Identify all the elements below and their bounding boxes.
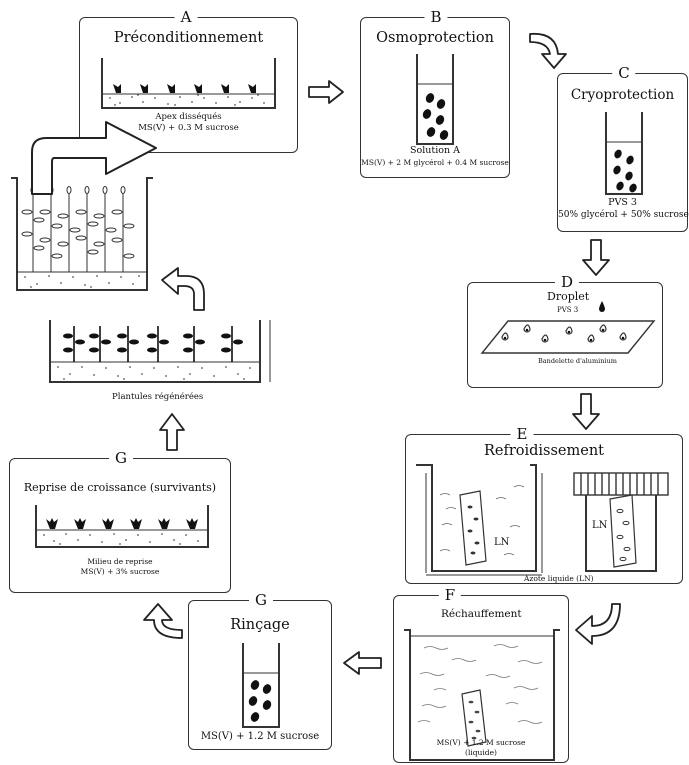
culture-jar-illustration (11, 177, 153, 291)
panel-g-rincage: G Rinçage MS(V) + 1.2 M sucrose (188, 593, 332, 750)
panel-d-title: Droplet (547, 290, 590, 303)
curved-arrow-g-to-g (143, 603, 183, 639)
panel-f-letter: F (438, 588, 462, 603)
panel-g-regrowth-caption-2: MS(V) + 3% sucrose (80, 567, 160, 576)
panel-a-caption-1: Apex disséqués (155, 112, 222, 122)
panel-g-regrowth-title: Reprise de croissance (survivants) (23, 481, 217, 494)
panel-a-caption-2: MS(V) + 0.3 M sucrose (138, 123, 239, 133)
panel-g-rinse-letter: G (249, 593, 273, 608)
panel-d-caption: Bandelette d'aluminium (538, 357, 617, 365)
panel-g-rinse-caption: MS(V) + 1.2 M sucrose (200, 731, 320, 742)
curved-arrow-plantlets-to-jar (161, 267, 205, 311)
warming-bath-illustration (404, 629, 560, 761)
panel-c-caption-2: 50% glycérol + 50% sucrose (558, 210, 689, 220)
panel-d-droplet: D Droplet PVS 3 Bandelette d'aluminium (467, 275, 663, 388)
panel-c-cryoprotection: C Cryoprotection PVS 3 50% glycérol + 50… (557, 66, 689, 232)
panel-g-rinse-title: Rinçage (230, 617, 290, 633)
curved-arrow-e-to-f (575, 603, 621, 645)
panel-f-caption-1: MS(V) + 1.2 M sucrose (436, 738, 526, 747)
curved-arrow-jar-to-a (31, 121, 157, 195)
panel-b-caption-1: Solution A (410, 145, 460, 156)
panel-a-title: Préconditionnement (113, 30, 264, 46)
panel-e-ln-left: LN (494, 537, 510, 548)
panel-e-caption: Azote liquide (LN) (524, 574, 594, 583)
arrow-c-to-d (582, 239, 610, 276)
panel-b-osmoprotection: B Osmoprotection Solution A MS(V) + 2 M … (360, 10, 510, 178)
aluminium-strip-illustration (480, 301, 656, 354)
arrow-g-to-plantlets (159, 413, 185, 451)
panel-c-letter: C (612, 66, 636, 81)
regrowth-tray-illustration (35, 505, 209, 548)
panel-b-title: Osmoprotection (376, 30, 494, 46)
cryoprotection-tube-illustration (605, 112, 643, 195)
preconditioning-tray-illustration (101, 58, 276, 109)
panel-b-caption-2: MS(V) + 2 M glycérol + 0.4 M sucrose (361, 158, 509, 167)
plantlets-caption: Plantules régénérées (112, 392, 204, 402)
arrow-d-to-e (572, 393, 600, 430)
arrow-a-to-b (308, 80, 344, 104)
panel-g-regrowth-caption-1: Milieu de reprise (87, 557, 153, 566)
panel-a-letter: A (174, 10, 198, 25)
panel-f-caption-2: (liquide) (465, 748, 497, 757)
liquid-nitrogen-illustration (416, 464, 669, 576)
panel-d-subtitle: PVS 3 (557, 306, 579, 314)
panel-f-title: Réchauffement (441, 608, 522, 620)
panel-f-rechauffement: F Réchauffement MS(V) + 1.2 M sucrose (l… (393, 588, 569, 763)
rinse-tube-illustration (242, 643, 280, 728)
panel-b-letter: B (424, 10, 448, 25)
panel-e-title: Refroidissement (483, 443, 605, 459)
panel-g-reprise-de-croissance: G Reprise de croissance (survivants) Mil… (9, 451, 231, 593)
panel-c-title: Cryoprotection (570, 87, 675, 103)
curved-arrow-b-to-c (529, 32, 567, 69)
panel-e-letter: E (510, 427, 534, 442)
panel-d-letter: D (554, 275, 580, 290)
osmoprotection-tube-illustration (416, 54, 454, 145)
arrow-f-to-g (343, 651, 382, 675)
panel-g-regrowth-letter: G (109, 451, 133, 466)
regenerated-plantlets-illustration (49, 320, 271, 383)
panel-e-refroidissement: E Refroidissement LN (405, 427, 683, 584)
panel-c-caption-1: PVS 3 (608, 197, 637, 208)
panel-e-ln-right: LN (592, 520, 608, 531)
